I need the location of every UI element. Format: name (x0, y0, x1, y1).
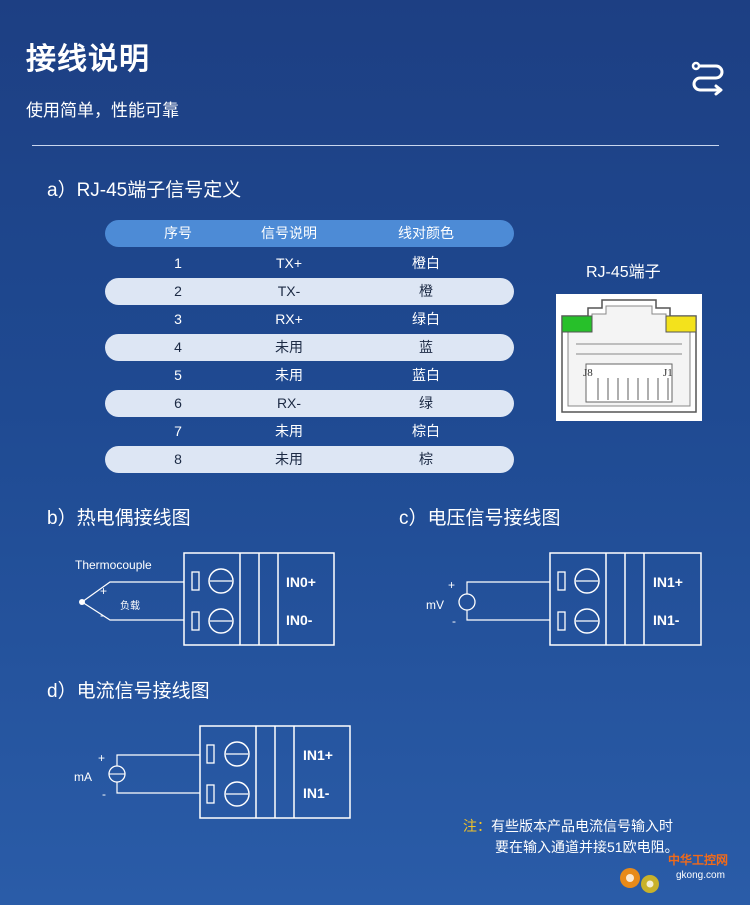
row-signal: 未用 (275, 367, 303, 383)
watermark-text: 中华工控网 (668, 852, 728, 867)
gear-icon (620, 868, 659, 893)
row-color: 蓝白 (412, 367, 440, 383)
tc-load-label: 负载 (120, 599, 140, 612)
row-color: 棕 (419, 451, 433, 467)
page-subtitle: 使用简单，性能可靠 (26, 101, 179, 120)
row-index: 3 (174, 311, 182, 327)
section-c-label: c）电压信号接线图 (399, 508, 561, 529)
table-row: 8 未用 棕 (105, 446, 514, 473)
ma-source-label: mA (74, 770, 92, 784)
row-index: 5 (174, 367, 182, 383)
row-index: 6 (174, 395, 182, 411)
rj45-label: RJ-45端子 (586, 264, 661, 281)
table-row: 1 TX+ 橙白 (105, 250, 514, 277)
table-row: 2 TX- 橙 (105, 278, 514, 305)
row-index: 1 (174, 255, 182, 271)
table-row: 4 未用 蓝 (105, 334, 514, 361)
section-d-label: d）电流信号接线图 (47, 681, 210, 702)
ma-minus-label: - (102, 787, 106, 801)
table-row: 6 RX- 绿 (105, 390, 514, 417)
row-signal: RX+ (275, 311, 303, 327)
row-index: 2 (174, 283, 182, 299)
row-signal: 未用 (275, 423, 303, 439)
terminal-in1-minus: IN1- (653, 612, 680, 628)
tc-plus-label: + (100, 584, 107, 598)
row-color: 绿白 (412, 311, 440, 327)
screw-icon (224, 781, 250, 807)
ma-plus-label: + (98, 751, 105, 765)
row-color: 橙白 (412, 255, 440, 271)
row-signal: 未用 (275, 451, 303, 467)
table-row: 3 RX+ 绿白 (105, 306, 514, 333)
note: 注：有些版本产品电流信号输入时 要在输入通道并接51欧电阻。 (463, 816, 723, 858)
row-color: 棕白 (412, 423, 440, 439)
pin-mark-j8: J8 (583, 367, 593, 379)
terminal-in0-plus: IN0+ (286, 574, 316, 590)
table-header: 序号 信号说明 线对颜色 (105, 220, 514, 247)
thermocouple-label: Thermocouple (75, 558, 152, 572)
note-line-1: 有些版本产品电流信号输入时 (491, 818, 673, 834)
gkong-watermark: 中华工控网 gkong.com (620, 852, 728, 893)
voltage-diagram: + - mV IN1+ IN1- (426, 552, 702, 646)
row-index: 7 (174, 423, 182, 439)
row-index: 4 (174, 339, 182, 355)
table-row: 5 未用 蓝白 (105, 362, 514, 389)
voltage-source-icon (458, 593, 476, 611)
terminal-in0-minus: IN0- (286, 612, 313, 628)
terminal-in1-plus: IN1+ (303, 747, 333, 763)
table-row: 7 未用 棕白 (105, 418, 514, 445)
row-signal: TX+ (275, 255, 303, 271)
section-b-label: b）热电偶接线图 (47, 508, 191, 529)
screw-icon (208, 568, 234, 594)
screw-icon (224, 741, 250, 767)
note-line-2: 要在输入通道并接51欧电阻。 (495, 839, 679, 855)
header-index: 序号 (164, 225, 192, 241)
row-signal: RX- (276, 395, 302, 411)
header-color: 线对颜色 (398, 225, 454, 241)
watermark-url: gkong.com (676, 870, 725, 881)
screw-icon (574, 608, 600, 634)
row-signal: 未用 (275, 339, 303, 355)
page-title: 接线说明 (26, 43, 150, 76)
section-a-label: a）RJ-45端子信号定义 (47, 180, 242, 201)
header-signal: 信号说明 (261, 225, 317, 241)
current-diagram: + - mA IN1+ IN1- (74, 725, 351, 819)
led-left (561, 315, 593, 333)
row-color: 绿 (419, 395, 433, 411)
row-signal: TX- (277, 283, 301, 299)
row-index: 8 (174, 451, 182, 467)
rj45-pins (597, 378, 669, 400)
screw-icon (208, 608, 234, 634)
mv-minus-label: - (452, 614, 456, 628)
note-tag: 注： (463, 818, 491, 834)
pin-mark-j1: J1 (663, 367, 673, 379)
mv-plus-label: + (448, 578, 455, 592)
terminal-in1-minus: IN1- (303, 785, 330, 801)
mv-source-label: mV (426, 598, 444, 612)
screw-icon (574, 568, 600, 594)
route-icon (691, 61, 724, 96)
led-right (665, 315, 697, 333)
rj45-connector-image: J8 J1 (556, 294, 702, 421)
divider (32, 145, 719, 146)
row-color: 橙 (419, 283, 433, 299)
terminal-in1-plus: IN1+ (653, 574, 683, 590)
row-color: 蓝 (419, 339, 433, 355)
thermocouple-diagram: Thermocouple + - 负载 IN0+ IN0- (75, 552, 335, 646)
